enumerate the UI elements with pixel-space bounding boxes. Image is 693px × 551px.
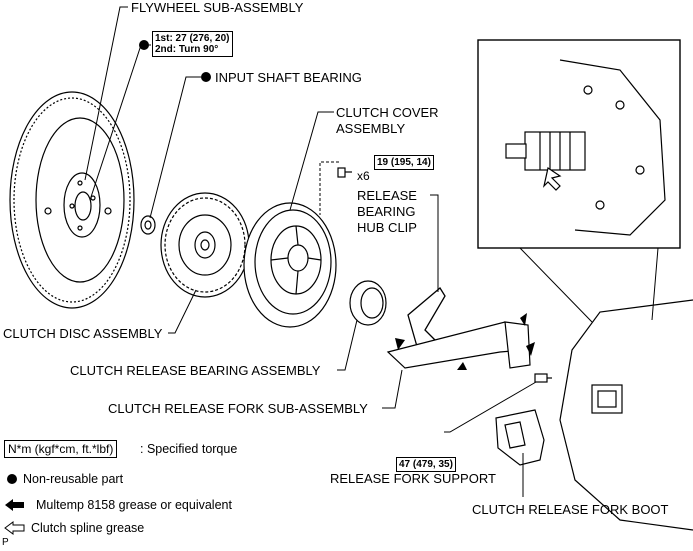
cover-torque-box: 19 (195, 14) — [374, 155, 434, 170]
flywheel-torque-line1: 1st: 27 (276, 20) — [155, 33, 230, 44]
grease-legend-text: Multemp 8158 grease or equivalent — [36, 498, 232, 512]
clutch-cover-label-line2: ASSEMBLY — [336, 121, 406, 136]
inset-shaft-drawing — [505, 59, 666, 236]
fork-support-label: RELEASE FORK SUPPORT — [330, 471, 496, 486]
non-reusable-legend-icon — [7, 474, 17, 484]
hub-clip-label-line1: RELEASE — [357, 188, 417, 203]
flywheel-torque-box: 1st: 27 (276, 20) 2nd: Turn 90° — [152, 31, 233, 57]
clutch-cover-label-line1: CLUTCH COVER — [336, 105, 439, 120]
page-mark: P — [2, 537, 9, 548]
input-shaft-bearing-drawing — [140, 215, 156, 235]
clutch-cover-drawing — [243, 202, 337, 328]
release-fork-label: CLUTCH RELEASE FORK SUB-ASSEMBLY — [108, 401, 368, 416]
non-reusable-legend-text: Non-reusable part — [23, 472, 124, 486]
flywheel-bolt-non-reusable-icon — [139, 40, 149, 50]
spline-grease-legend-text: Clutch spline grease — [31, 521, 145, 535]
flywheel-label: FLYWHEEL SUB-ASSEMBLY — [131, 0, 304, 15]
support-torque-box: 47 (479, 35) — [396, 457, 456, 472]
release-fork-drawing — [386, 321, 531, 369]
clutch-disc-label: CLUTCH DISC ASSEMBLY — [3, 326, 163, 341]
flywheel-drawing — [9, 91, 135, 309]
cover-bolt-drawing — [337, 167, 352, 178]
fork-boot-drawing — [495, 409, 545, 466]
transmission-housing-drawing — [559, 299, 693, 531]
grease-legend-icon — [5, 499, 24, 511]
fork-support-drawing — [534, 373, 552, 383]
torque-legend-box: N*m (kgf*cm, ft.*lbf) — [4, 440, 118, 458]
hub-clip-label-line3: HUB CLIP — [357, 220, 417, 235]
hub-clip-label-line2: BEARING — [357, 204, 416, 219]
clutch-disc-drawing — [160, 192, 250, 298]
release-bearing-label: CLUTCH RELEASE BEARING ASSEMBLY — [70, 363, 321, 378]
input-shaft-bearing-label: INPUT SHAFT BEARING — [215, 70, 362, 85]
flywheel-torque-line2: 2nd: Turn 90° — [155, 44, 219, 55]
bearing-non-reusable-icon — [201, 72, 211, 82]
release-bearing-drawing — [349, 280, 387, 326]
hub-clip-drawing — [407, 287, 446, 351]
spline-grease-legend-icon — [4, 521, 25, 535]
bolt-count-label: x6 — [357, 169, 370, 183]
torque-legend-text: : Specified torque — [140, 442, 238, 456]
grease-arrows — [395, 313, 535, 370]
inset-detail-frame — [477, 39, 681, 323]
spline-grease-arrow — [542, 167, 562, 191]
fork-boot-label: CLUTCH RELEASE FORK BOOT — [472, 502, 669, 517]
